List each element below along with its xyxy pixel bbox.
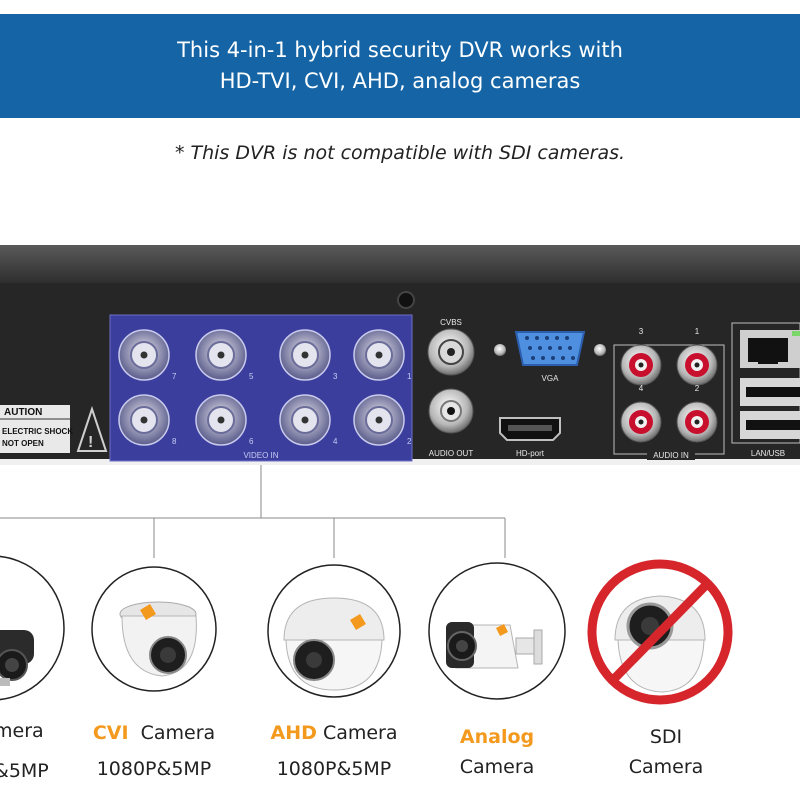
bnc-video-input[interactable]: 3: [279, 329, 338, 381]
bnc-video-input[interactable]: 4: [279, 394, 338, 446]
usb-port[interactable]: [740, 378, 800, 406]
camera-label: AHD Camera: [264, 722, 404, 744]
bnc-video-input[interactable]: 5: [195, 329, 254, 381]
banner-line-2: HD-TVI, CVI, AHD, analog cameras: [219, 69, 581, 93]
bullet-camera-icon: [0, 555, 65, 701]
vga-label: VGA: [542, 374, 560, 383]
compatibility-note: * This DVR is not compatible with SDI ca…: [174, 142, 626, 164]
bnc-channel-number: 1: [407, 372, 412, 381]
bnc-video-input[interactable]: 1: [353, 329, 412, 381]
camera-spec: 1080P&5MP: [96, 758, 212, 780]
camera-name: mera: [0, 720, 44, 742]
bullet-camera-icon: [428, 562, 566, 700]
video-in-label: VIDEO IN: [243, 451, 278, 460]
dvr-rear-panel: AUTION ELECTRIC SHOCK NOT OPEN ! 7 5 3 1 8 6 4…: [0, 245, 800, 465]
usb-port[interactable]: [740, 411, 800, 439]
camera-spec: 1080P&5MP: [276, 758, 392, 780]
camera-type-highlight: Analog: [459, 726, 535, 748]
dome-camera-icon: [267, 564, 401, 698]
rca-audio-input[interactable]: [620, 344, 662, 386]
bnc-channel-number: 5: [249, 372, 254, 381]
bnc-channel-number: 8: [172, 437, 177, 446]
audio-out-port[interactable]: AUDIO OUT: [428, 388, 474, 458]
lan-usb-label: LAN/USB: [751, 449, 785, 458]
audio-in-panel: 3 1 4 2 AUDIO IN: [613, 327, 725, 460]
camera-label: Analog: [427, 726, 567, 748]
audio-in-number: 4: [639, 384, 644, 393]
caution-title: AUTION: [4, 407, 42, 418]
hd-port-label: HD-port: [516, 449, 545, 458]
rca-audio-input[interactable]: [676, 401, 718, 443]
header-banner: This 4-in-1 hybrid security DVR works wi…: [0, 14, 800, 118]
banner-line-1: This 4-in-1 hybrid security DVR works wi…: [177, 38, 623, 62]
camera-name: Camera: [322, 722, 398, 744]
warning-triangle-icon: [76, 405, 108, 452]
hd-port[interactable]: HD-port: [499, 417, 561, 458]
bnc-channel-number: 2: [407, 437, 412, 446]
svg-text:!: !: [88, 434, 93, 451]
audio-in-number: 3: [639, 327, 644, 336]
camera-label: CVI Camera: [84, 722, 224, 744]
caution-line-2: NOT OPEN: [2, 439, 44, 448]
caution-line-1: ELECTRIC SHOCK: [2, 427, 73, 436]
video-in-panel: 7 5 3 1 8 6 4 2 VIDEO IN: [109, 314, 413, 462]
bnc-channel-number: 4: [333, 437, 338, 446]
lan-port[interactable]: [740, 330, 800, 368]
bnc-video-input[interactable]: 7: [118, 329, 177, 381]
vga-port[interactable]: VGA: [494, 331, 606, 383]
audio-in-number: 2: [695, 384, 700, 393]
bnc-video-input[interactable]: 6: [195, 394, 254, 446]
bnc-channel-number: 3: [333, 372, 338, 381]
camera-type-highlight: AHD: [270, 722, 317, 744]
bnc-channel-number: 6: [249, 437, 254, 446]
camera-name: Camera: [140, 722, 216, 744]
camera-name: SDI: [649, 726, 683, 748]
camera-spec: Camera: [459, 756, 535, 778]
caution-label: AUTION ELECTRIC SHOCK NOT OPEN !: [0, 405, 108, 453]
lan-usb-panel: LAN/USB: [731, 322, 800, 458]
rca-audio-input[interactable]: [620, 401, 662, 443]
audio-in-number: 1: [695, 327, 700, 336]
cvbs-label: CVBS: [440, 318, 462, 327]
chassis-screw-icon: [397, 291, 415, 309]
bnc-channel-number: 7: [172, 372, 177, 381]
bnc-video-input[interactable]: 8: [118, 394, 177, 446]
camera-spec: Camera: [628, 756, 704, 778]
camera-spec: &5MP: [0, 760, 49, 782]
dome-camera-icon: [91, 566, 217, 692]
audio-in-label: AUDIO IN: [653, 451, 689, 460]
dvr-top-edge: [0, 245, 800, 283]
bnc-video-input[interactable]: 2: [353, 394, 412, 446]
camera-label: mera: [0, 720, 54, 742]
camera-label: SDI: [596, 726, 736, 748]
cvbs-port[interactable]: CVBS: [427, 318, 475, 376]
camera-type-highlight: CVI: [92, 722, 129, 744]
audio-out-label: AUDIO OUT: [429, 449, 474, 458]
sdi-dome-camera-prohibited-icon: [587, 559, 733, 705]
rca-audio-input[interactable]: [676, 344, 718, 386]
